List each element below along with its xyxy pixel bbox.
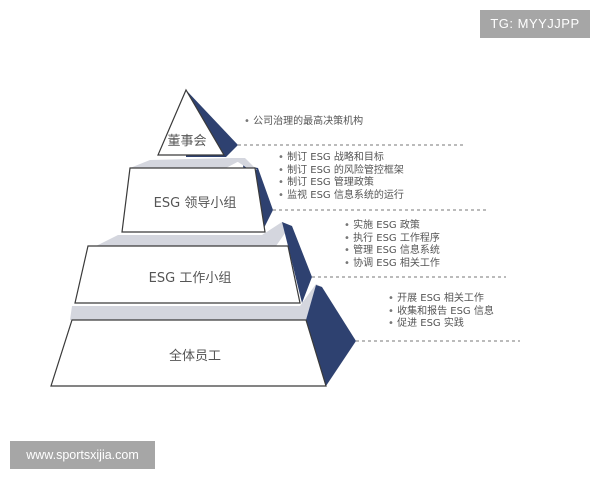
description-item: 制订 ESG 管理政策 [278,177,404,190]
description-item: 执行 ESG 工作程序 [344,233,440,246]
tier-label-esg-leadership: ESG 领导小组 [153,196,237,211]
tier-label-board: 董事会 [167,134,207,149]
watermark-bottom: www.sportsxijia.com [10,441,155,469]
tier-label-all-staff: 全体员工 [168,349,221,364]
description-item: 促进 ESG 实践 [388,318,494,331]
description-item: 协调 ESG 相关工作 [344,258,440,271]
tier-1-descriptions: 公司治理的最高决策机构 [244,116,363,129]
tier-4-descriptions: 开展 ESG 相关工作 收集和报告 ESG 信息 促进 ESG 实践 [388,293,494,331]
description-item: 开展 ESG 相关工作 [388,293,494,306]
tier-label-esg-working-group: ESG 工作小组 [148,271,232,286]
tier-1-ledge [130,158,245,168]
description-item: 实施 ESG 政策 [344,220,440,233]
tier-3-shape [74,222,506,304]
description-item: 管理 ESG 信息系统 [344,245,440,258]
tier-4-shape [50,285,520,387]
tier-2-descriptions: 制订 ESG 战略和目标 制订 ESG 的风险管控框架 制订 ESG 管理政策 … [278,152,404,202]
tier-1-shape [157,88,466,157]
description-item: 制订 ESG 战略和目标 [278,152,404,165]
description-item: 监视 ESG 信息系统的运行 [278,190,404,203]
watermark-top: TG: MYYJJPP [480,10,590,38]
tier-2-ledge [96,222,290,246]
tier-3-ledge [70,284,322,320]
tier-3-descriptions: 实施 ESG 政策 执行 ESG 工作程序 管理 ESG 信息系统 协调 ESG… [344,220,440,270]
description-item: 制订 ESG 的风险管控框架 [278,165,404,178]
tier-2-shape [121,158,488,233]
description-item: 收集和报告 ESG 信息 [388,306,494,319]
description-item: 公司治理的最高决策机构 [244,116,363,129]
